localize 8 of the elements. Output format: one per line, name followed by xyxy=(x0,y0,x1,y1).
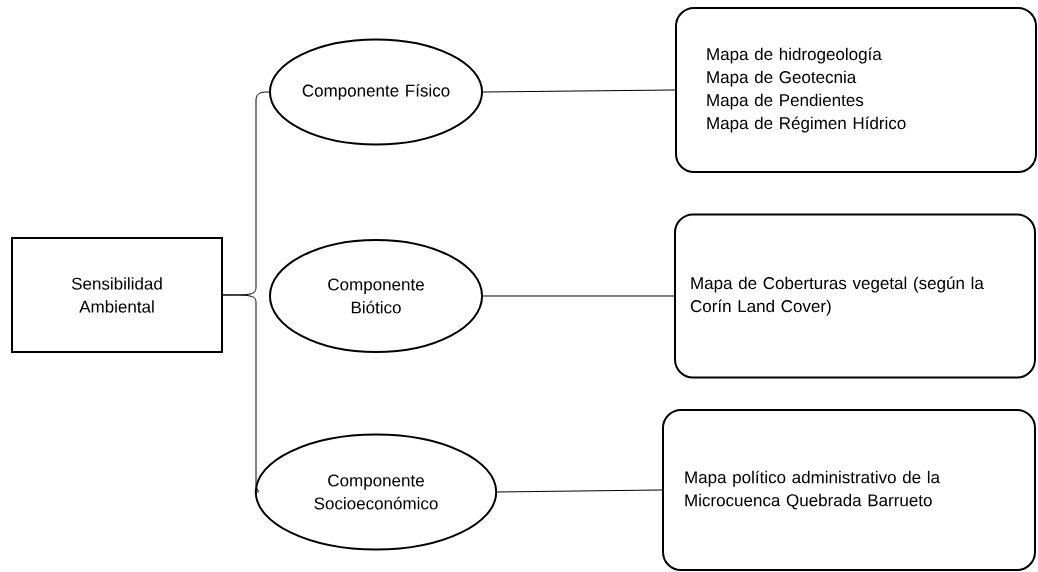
rounded-box: Mapa político administrativo de la Microcuenca Quebrada Barrueto xyxy=(662,409,1036,571)
process-box: Sensibilidad Ambiental xyxy=(11,237,223,353)
brace-connector xyxy=(222,294,260,493)
connector-line xyxy=(482,295,675,297)
connector-line xyxy=(482,89,676,93)
connector-line xyxy=(496,489,663,493)
rounded-box: Mapa de Coberturas vegetal (según la Corín Land Cover) xyxy=(674,213,1036,379)
rounded-box: Mapa de hidrogeología Mapa de Geotecnia Mapa de Pendientes Mapa de Régimen Hídrico xyxy=(675,7,1037,173)
